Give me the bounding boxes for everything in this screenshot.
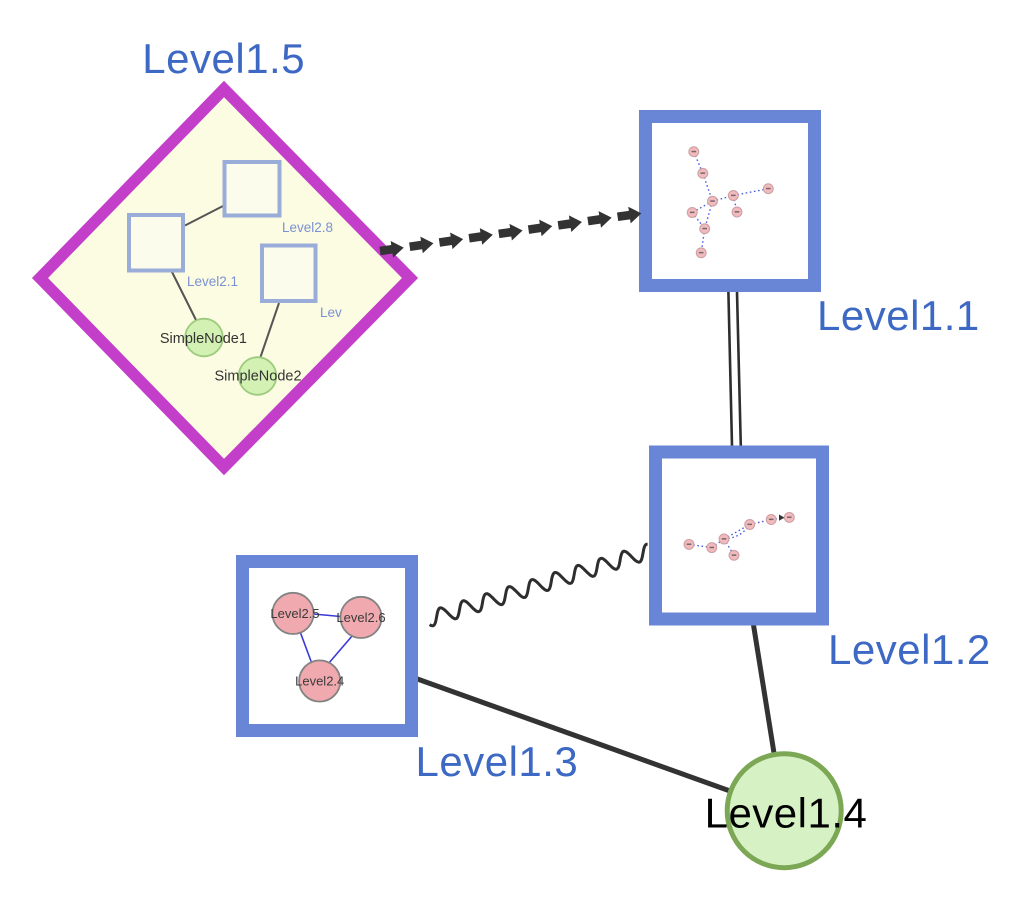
svg-text:Level2.6: Level2.6 — [336, 610, 385, 625]
svg-text:SimpleNode1: SimpleNode1 — [160, 331, 247, 347]
svg-text:Level1.3: Level1.3 — [416, 738, 579, 785]
svg-text:Level2.8: Level2.8 — [282, 220, 333, 235]
svg-text:Level1.2: Level1.2 — [828, 626, 991, 673]
svg-text:Level1.1: Level1.1 — [817, 292, 980, 339]
svg-text:Level2.1: Level2.1 — [187, 274, 238, 289]
svg-text:Level2.4: Level2.4 — [295, 674, 344, 689]
svg-text:Level2.5: Level2.5 — [270, 606, 319, 621]
svg-text:Level1.5: Level1.5 — [142, 35, 305, 82]
svg-text:Lev: Lev — [320, 305, 342, 320]
svg-text:SimpleNode2: SimpleNode2 — [214, 369, 301, 385]
svg-text:Level1.4: Level1.4 — [705, 790, 868, 837]
